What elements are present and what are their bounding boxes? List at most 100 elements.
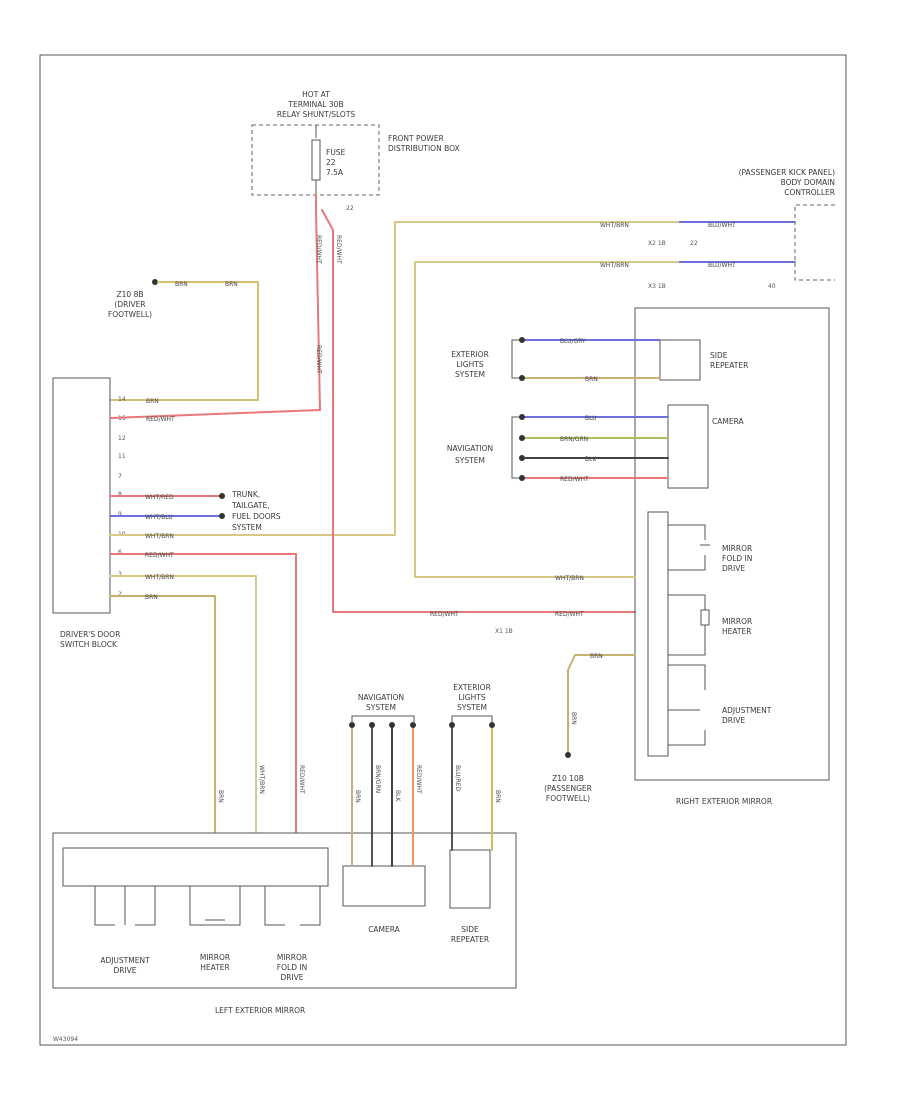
left-exterior-mirror: LEFT EXTERIOR MIRROR ADJUSTMENT DRIVE MI… [52, 832, 517, 1015]
left-nav-2: SYSTEM [366, 703, 396, 712]
right-fold-2: FOLD IN [722, 554, 752, 563]
left-heater-element [189, 886, 241, 926]
right-ext-dot-2 [519, 375, 525, 381]
ground-d-label-2: (DRIVER [114, 300, 145, 309]
wire-label-brn-3: BRN [585, 376, 598, 383]
wire-red-wht-power [109, 194, 321, 419]
front-power-distribution-box: HOT AT TERMINAL 30B RELAY SHUNT/SLOTS FU… [251, 90, 460, 212]
pkp-label-1: (PASSENGER KICK PANEL) [739, 168, 835, 177]
left-mirror-inner [62, 847, 329, 887]
left-ext-2: LIGHTS [458, 693, 485, 702]
left-fold-motor [264, 886, 321, 926]
wire-label-blu-wht-2: BLU/WHT [708, 262, 736, 269]
wire-label-brn-grn-v: BRN/GRN [374, 765, 381, 793]
left-ext-bracket [451, 715, 493, 722]
terminal-label: TERMINAL 30B [287, 100, 343, 109]
left-side-rep-1: SIDE [461, 925, 479, 934]
right-ext-dot-1 [519, 337, 525, 343]
left-fold-2: FOLD IN [277, 963, 307, 972]
ground-d-label-1: Z10 8B [117, 290, 144, 299]
right-adj-2: DRIVE [722, 716, 745, 725]
dsb-pin-7: 7 [118, 473, 122, 480]
wire-label-brn-4: BRN [590, 653, 603, 660]
right-nav-dot-1 [519, 414, 525, 420]
left-side-rep-2: REPEATER [451, 935, 489, 944]
trunk-label-1: TRUNK, [231, 490, 260, 499]
bdc-outline [794, 204, 835, 281]
dsb-pin-3: 3 [118, 571, 122, 578]
right-mirror-inner [647, 511, 669, 757]
left-mirror-label: LEFT EXTERIOR MIRROR [215, 1006, 305, 1015]
wire-label-brn-ground-2: BRN [225, 281, 238, 288]
wire-label-wht-brn-5: WHT/BRN [555, 575, 584, 582]
ground-p-label-3: FOOTWELL) [546, 794, 590, 803]
left-nav-bracket [351, 715, 415, 722]
wire-label-red-wht-v5: RED/WHT [415, 765, 422, 794]
wire-label-wht-brn-v: WHT/BRN [258, 765, 265, 794]
fuse-pin-label: 22 [346, 205, 354, 212]
right-ext-lights-1: EXTERIOR [451, 350, 489, 359]
left-navigation-system: NAVIGATION SYSTEM [351, 693, 415, 722]
wire-label-blk-v: BLK [394, 790, 401, 802]
right-ext-lights-2: LIGHTS [456, 360, 483, 369]
right-heater-1: MIRROR [722, 617, 752, 626]
fuse-symbol [311, 139, 321, 181]
bdc-pin-40: 40 [768, 283, 776, 290]
right-ext-lights-3: SYSTEM [455, 370, 485, 379]
right-ext-bracket [511, 339, 520, 379]
trunk-dot-2 [219, 513, 225, 519]
left-ext-3: SYSTEM [457, 703, 487, 712]
wire-label-wht-red: WHT/RED [145, 494, 174, 501]
driver-footwell-ground: Z10 8B (DRIVER FOOTWELL) [108, 279, 158, 319]
dsb-pin-6: 6 [118, 549, 122, 556]
left-adj-1: ADJUSTMENT [100, 956, 150, 965]
left-camera-label: CAMERA [368, 925, 400, 934]
dsb-pin-8: 8 [118, 491, 122, 498]
wire-label-red-wht-h3: RED/WHT [555, 611, 584, 618]
fuse-number: 22 [326, 158, 336, 167]
switch-block-box [52, 377, 111, 614]
wire-label-red-wht-v4: RED/WHT [298, 765, 305, 794]
ground-p-label-1: Z10 10B [552, 774, 584, 783]
pkp-label-3: CONTROLLER [784, 188, 835, 197]
trunk-label-2: TAILGATE, [231, 501, 270, 510]
wire-label-wht-brn-2: WHT/BRN [600, 262, 629, 269]
fuse-label: FUSE [326, 148, 346, 157]
left-side-repeater [449, 849, 491, 909]
wire-brn-ground-driver [109, 281, 259, 401]
wire-label-brn-grn: BRN/GRN [560, 436, 588, 443]
left-exterior-lights-system: EXTERIOR LIGHTS SYSTEM [451, 683, 493, 722]
right-adj-motor [668, 664, 706, 746]
diagram-frame [39, 54, 847, 1046]
ground-d-label-3: FOOTWELL) [108, 310, 152, 319]
left-ext-dot-1 [449, 722, 455, 728]
conn-x2-label: X2 1B [648, 240, 666, 247]
wire-label-red-wht-v1: RED/WHT [315, 235, 322, 264]
passenger-footwell-ground: Z10 10B (PASSENGER FOOTWELL) [544, 774, 592, 803]
left-nav-dot-1 [349, 722, 355, 728]
hot-at-label: HOT AT [302, 90, 330, 99]
left-mirror-box [52, 832, 517, 989]
right-fold-3: DRIVE [722, 564, 745, 573]
right-heater-2: HEATER [722, 627, 751, 636]
left-nav-dot-4 [410, 722, 416, 728]
wire-label-blu-red-v: BLU/RED [454, 765, 461, 792]
wire-label-wht-brn-4: WHT/BRN [145, 574, 174, 581]
right-exterior-mirror: RIGHT EXTERIOR MIRROR SIDE REPEATER CAME… [634, 307, 830, 806]
left-heater-1: MIRROR [200, 953, 230, 962]
right-side-rep-1: SIDE [710, 351, 728, 360]
wire-label-brn-v4: BRN [494, 790, 501, 803]
trunk-label-4: SYSTEM [232, 523, 262, 532]
right-camera [667, 404, 709, 489]
wire-wht-brn-left-2 [109, 575, 257, 833]
diagram-id: W43094 [53, 1036, 78, 1043]
bdc-pin-22: 22 [690, 240, 698, 247]
fuse-amperage: 7.5A [326, 168, 344, 177]
dsb-label-2: SWITCH BLOCK [60, 640, 118, 649]
left-nav-dot-3 [389, 722, 395, 728]
wire-label-brn-v2: BRN [570, 712, 577, 725]
wire-label-blu: BLU [585, 415, 597, 422]
wire-label-wht-brn-1: WHT/BRN [600, 222, 629, 229]
right-mirror-label: RIGHT EXTERIOR MIRROR [676, 797, 772, 806]
